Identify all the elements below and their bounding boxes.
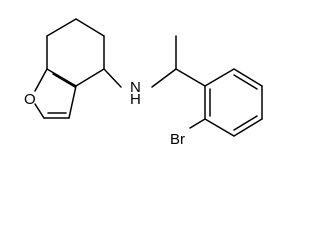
nitrogen-label: N — [130, 79, 141, 96]
bond-n-ch — [151, 68, 177, 88]
bond-ar4-ar5 — [233, 118, 263, 137]
bond-ch-aryl — [175, 68, 206, 87]
bromine-label: Br — [170, 131, 185, 148]
bond-c7a-o1 — [34, 68, 48, 92]
bond-ar2-ar3-inner — [233, 74, 258, 90]
bond-c7a-c3a-inner — [52, 73, 76, 88]
bond-ar4-ar5-inner — [233, 115, 258, 131]
molecule-drawing: O N H Br — [24, 18, 263, 148]
bond-c4-n — [103, 68, 122, 88]
bond-ar6-br — [189, 118, 206, 129]
bond-c5-c6 — [75, 18, 105, 37]
oxygen-label: O — [24, 91, 36, 108]
hydrogen-label: H — [130, 91, 141, 108]
bond-c3-c3a — [68, 85, 77, 119]
structure-diagram: O N H Br — [24, 18, 263, 148]
bond-ar1-ar2 — [204, 68, 235, 87]
bond-ar5-ar6 — [204, 118, 235, 137]
bond-c7a-c3a — [46, 68, 77, 87]
bond-o1-c2 — [34, 103, 45, 119]
bond-c6-c7 — [46, 18, 77, 37]
bond-ar2-ar3 — [233, 68, 263, 87]
bond-c3a-c4 — [75, 68, 105, 87]
